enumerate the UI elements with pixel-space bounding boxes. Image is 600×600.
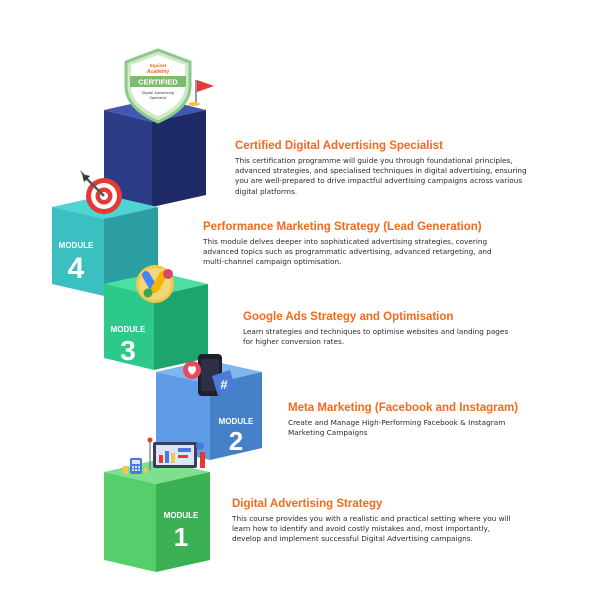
step-cert-desc-line: you are well-prepared to drive impactful… <box>235 176 523 186</box>
step-module-4-text: Performance Marketing Strategy (Lead Gen… <box>203 220 593 268</box>
step-module-1-text: Digital Advertising Strategy This course… <box>232 497 594 545</box>
step-module-4-desc-line: This module delves deeper into sophistic… <box>203 237 488 246</box>
cube-1-module-word: MODULE <box>164 511 199 520</box>
hashtag-glyph: # <box>220 377 228 392</box>
step-module-3-description: Learn strategies and techniques to optim… <box>243 327 593 347</box>
cube-3-front <box>104 284 154 370</box>
target-arrow-icon <box>80 170 122 214</box>
cube-2-module-number: 2 <box>229 426 243 456</box>
step-module-1-title: Digital Advertising Strategy <box>232 498 383 510</box>
step-cert-text: Certified Digital Advertising Specialist… <box>235 139 595 197</box>
step-module-1-description: This course provides you with a realisti… <box>232 514 594 545</box>
step-module-2-text: Meta Marketing (Facebook and Instagram) … <box>288 401 593 438</box>
badge-banner: CERTIFIED <box>138 78 178 87</box>
cube-1-module-number: 1 <box>174 522 188 552</box>
step-module-2-desc-line: Create and Manage High-Performing Facebo… <box>288 418 506 427</box>
cube-1-side <box>156 472 210 572</box>
step-cert-desc-line: digital platforms. <box>235 186 298 196</box>
step-module-2-description: Create and Manage High-Performing Facebo… <box>288 418 593 438</box>
badge-brand-line1: Equinet <box>150 63 167 68</box>
cube-4-module-number: 4 <box>68 252 85 285</box>
certified-badge-icon: Equinet Academy CERTIFIED Digital Advert… <box>124 48 192 124</box>
step-cert-desc-line: This certification programme will guide … <box>235 156 513 165</box>
step-cert-description: This certification programme will guide … <box>235 156 595 197</box>
cube-4-front <box>52 207 104 296</box>
step-module-1-desc-line: This course provides you with a realisti… <box>232 514 511 523</box>
step-module-4-desc-line: multi-channel campaign optimisation. <box>203 257 342 267</box>
cube-3-module-word: MODULE <box>111 325 146 334</box>
step-module-3-desc-line: Learn strategies and techniques to optim… <box>243 327 509 336</box>
red-flag-icon <box>188 80 214 106</box>
cube-3-module-number: 3 <box>120 335 136 366</box>
cube-module-1 <box>104 460 210 572</box>
cube-2-module-word: MODULE <box>219 417 254 426</box>
step-module-4-desc-line: advanced topics such as programmatic adv… <box>203 247 492 257</box>
cube-cert-side <box>152 110 206 207</box>
step-module-1-desc-line: develop and implement successful Digital… <box>232 534 473 544</box>
step-module-2-title: Meta Marketing (Facebook and Instagram) <box>288 402 519 414</box>
step-module-4-description: This module delves deeper into sophistic… <box>203 237 593 268</box>
cube-4-module-word: MODULE <box>59 241 94 250</box>
step-module-4-title: Performance Marketing Strategy (Lead Gen… <box>203 221 482 233</box>
step-cert-title: Certified Digital Advertising Specialist <box>235 140 443 152</box>
step-module-3-desc-line: for higher conversion rates. <box>243 337 345 347</box>
badge-brand-line2: Academy <box>147 69 169 75</box>
cube-3-side <box>154 284 208 370</box>
badge-subtitle-line2: Specialist <box>150 96 167 100</box>
badge-subtitle-line1: Digital Advertising <box>142 91 174 95</box>
step-module-3-text: Google Ads Strategy and Optimisation Lea… <box>243 310 593 347</box>
cube-1-front <box>104 472 156 572</box>
phone-social-icon: # <box>183 354 236 396</box>
google-ads-icon <box>136 265 174 303</box>
step-module-3-title: Google Ads Strategy and Optimisation <box>243 311 454 323</box>
step-module-1-desc-line: learn how to identify and avoid costly m… <box>232 524 491 534</box>
step-cert-desc-line: advanced strategies, and specialised tec… <box>235 166 527 176</box>
cube-2-front <box>156 372 210 460</box>
analytics-dashboard-icon <box>123 437 205 474</box>
step-module-2-desc-line: Marketing Campaigns <box>288 428 368 438</box>
